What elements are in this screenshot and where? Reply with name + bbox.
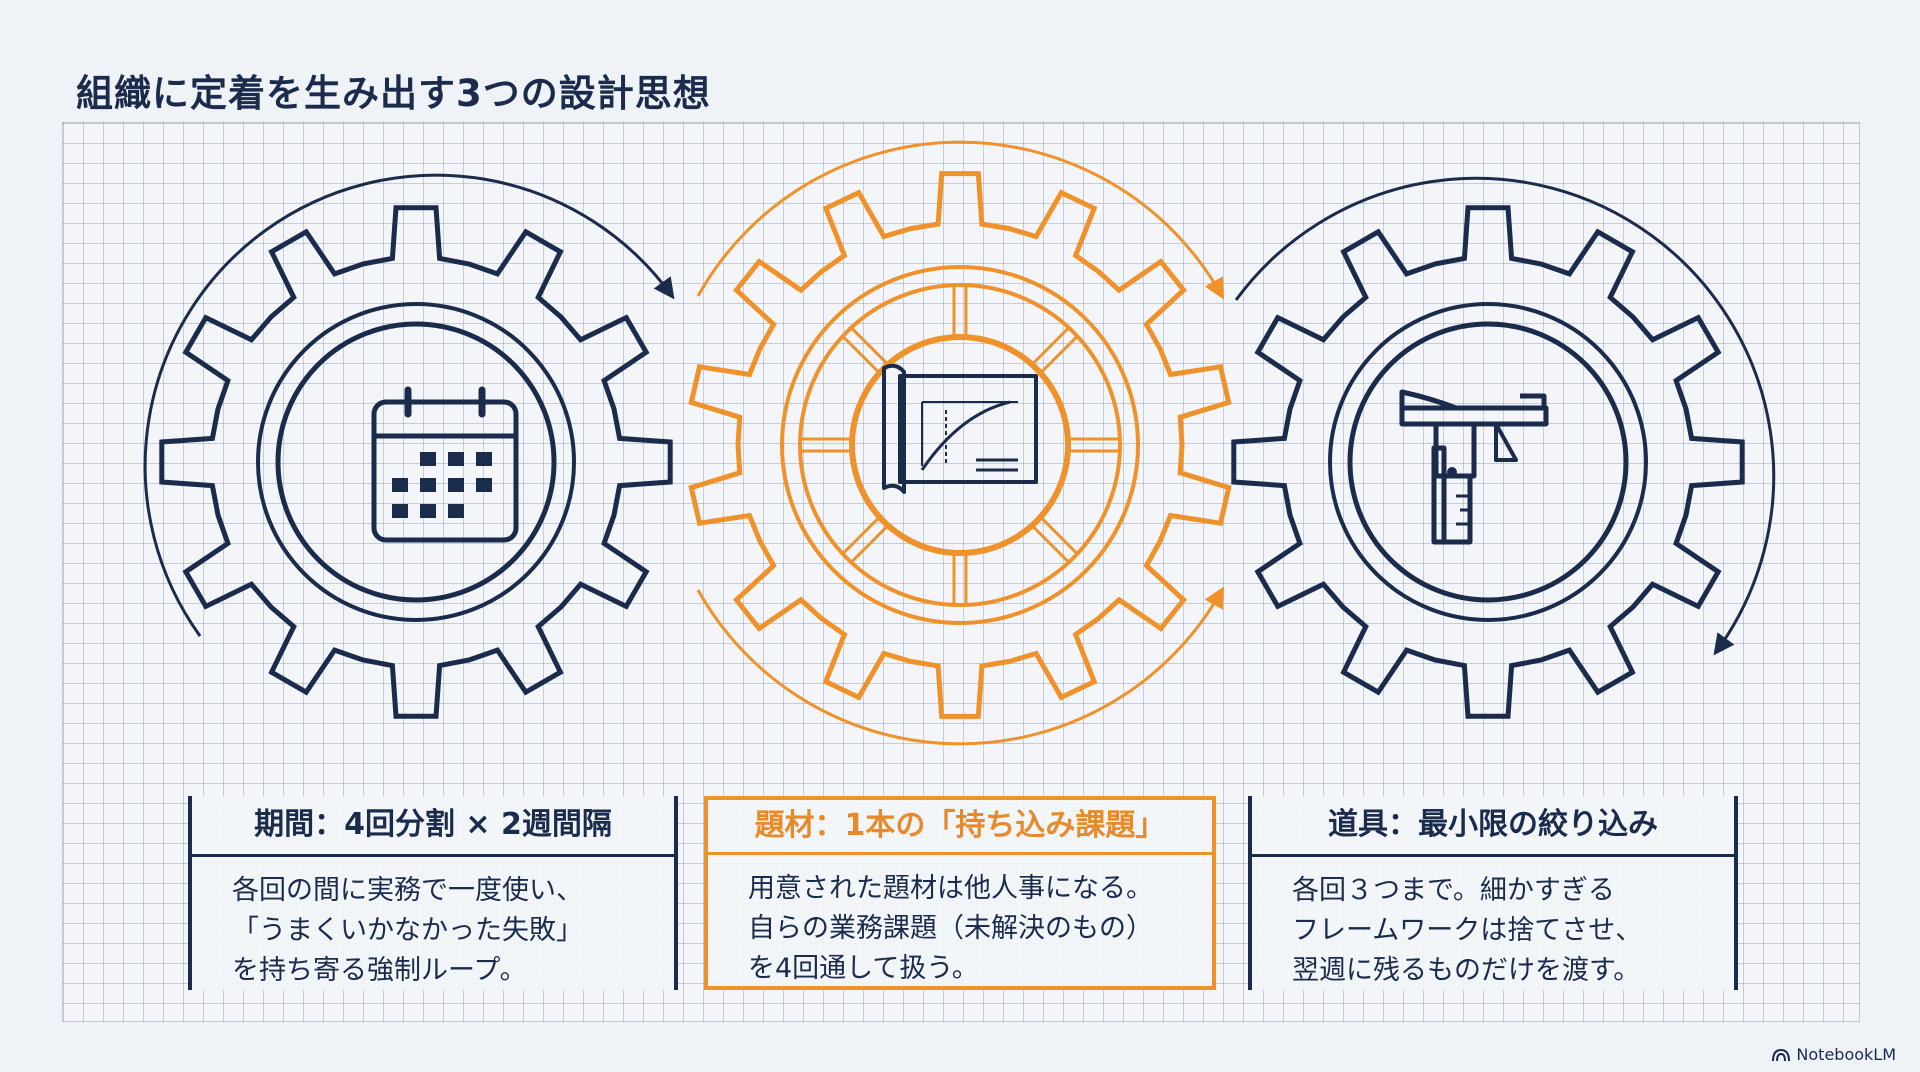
gear-center-spoke [1032, 525, 1070, 564]
blueprint-icon [882, 363, 1038, 494]
gear-right-ring-inner [1347, 321, 1629, 603]
page-title: 組織に定着を生み出す3つの設計思想 [76, 71, 711, 115]
gear-center-spoke [1040, 517, 1079, 555]
gear-center-spoke [841, 517, 880, 555]
gear-center-ring-inner [849, 334, 1071, 556]
card-topic-line: 自らの業務課題（未解決のもの） [748, 913, 1153, 944]
gear-center-spoke [850, 326, 888, 365]
gear-center-spoke [1032, 326, 1070, 365]
gear-right-ring-outer [1328, 302, 1648, 622]
card-period-line: を持ち寄る強制ループ。 [232, 955, 527, 986]
gear-center-outline [688, 171, 1232, 719]
card-topic: 題材：1本の「持ち込み課題」 用意された題材は他人事になる。 自らの業務課題（未… [704, 796, 1216, 990]
gear-left-arc-arrow [143, 173, 675, 637]
gear-center-arc-arrow-top [696, 140, 1225, 300]
card-period-line: 「うまくいかなかった失敗」 [232, 915, 583, 946]
card-topic-title: 題材：1本の「持ち込み課題」 [708, 800, 1212, 855]
card-tools-line: フレームワークは捨てさせ、 [1292, 915, 1643, 946]
gear-center-ring-outer [780, 265, 1140, 625]
card-topic-line: を4回通して扱う。 [748, 953, 979, 984]
card-tools-body: 各回３つまで。細かすぎる フレームワークは捨てさせ、 翌週に残るものだけを渡す。 [1252, 857, 1734, 991]
brand-watermark: NotebookLM [1772, 1045, 1896, 1064]
card-tools-line: 各回３つまで。細かすぎる [1292, 875, 1615, 906]
card-period-title: 期間：4回分割 × 2週間隔 [192, 796, 674, 857]
card-tools: 道具：最小限の絞り込み 各回３つまで。細かすぎる フレームワークは捨てさせ、 翌… [1248, 796, 1738, 990]
card-tools-line: 翌週に残るものだけを渡す。 [1292, 955, 1641, 986]
gear-center [688, 140, 1232, 746]
gear-right [1231, 176, 1776, 719]
card-topic-body: 用意された題材は他人事になる。 自らの業務課題（未解決のもの） を4回通して扱う… [708, 855, 1212, 989]
gear-center-spoke [841, 335, 880, 373]
gear-right-outline [1231, 205, 1745, 719]
gear-left [143, 173, 675, 719]
gear-left-ring-inner [275, 321, 557, 603]
card-period: 期間：4回分割 × 2週間隔 各回の間に実務で一度使い、 「うまくいかなかった失… [188, 796, 678, 990]
card-period-body: 各回の間に実務で一度使い、 「うまくいかなかった失敗」 を持ち寄る強制ループ。 [192, 857, 674, 991]
gear-left-outline [159, 205, 673, 719]
brand-label: NotebookLM [1796, 1045, 1896, 1064]
caliper-icon [1399, 389, 1549, 545]
gear-center-ring-mid [798, 283, 1122, 607]
gear-center-spoke [1040, 335, 1079, 373]
notebooklm-logo-icon [1772, 1048, 1791, 1061]
gear-right-arc-arrow [1234, 176, 1776, 656]
gear-center-spokes [800, 285, 1120, 605]
gear-center-arc-arrow-bottom [696, 586, 1225, 746]
card-tools-title: 道具：最小限の絞り込み [1252, 796, 1734, 857]
card-topic-line: 用意された題材は他人事になる。 [748, 873, 1153, 904]
card-period-line: 各回の間に実務で一度使い、 [232, 875, 583, 906]
gear-center-spoke [850, 525, 888, 564]
calendar-icon [371, 386, 519, 543]
gear-left-ring-outer [256, 302, 576, 622]
